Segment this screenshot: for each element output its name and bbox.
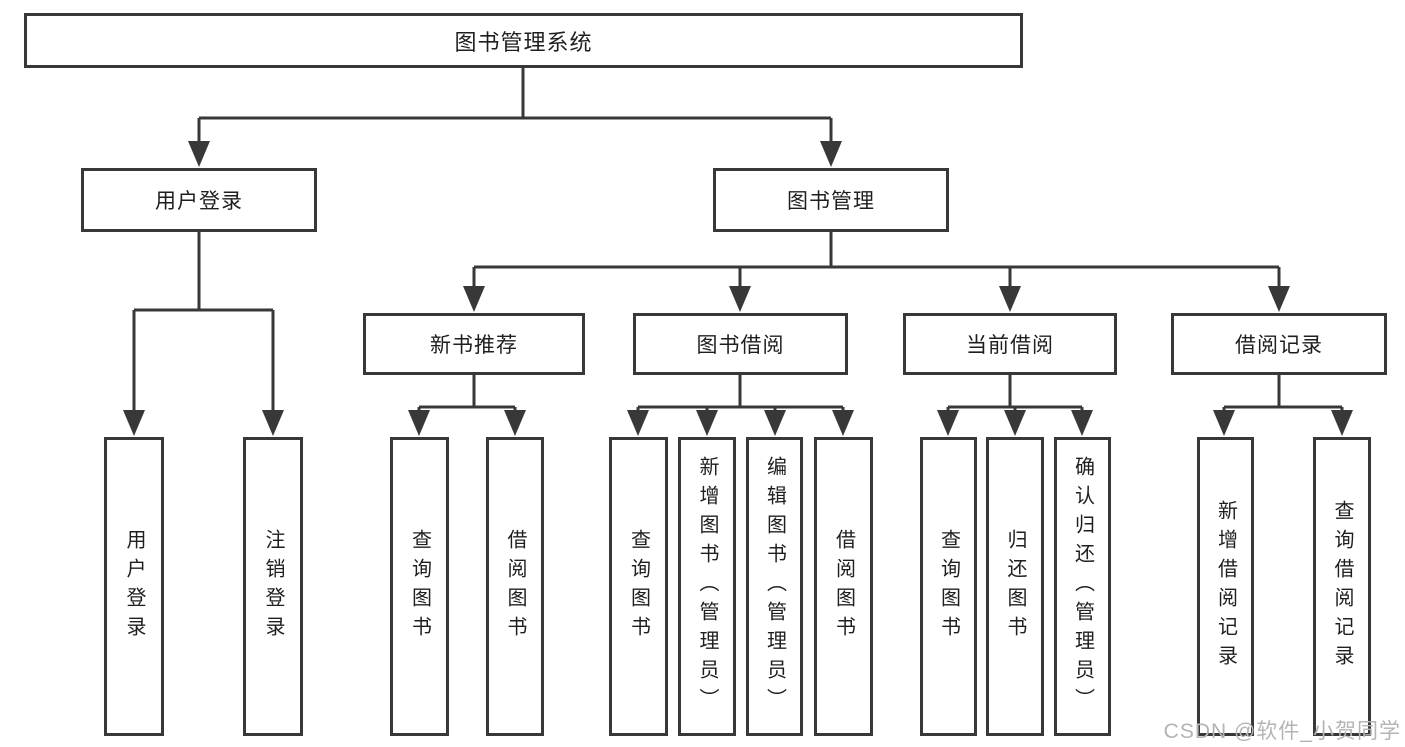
node-new-book-recommendation: 新书推荐 [363,313,585,375]
leaf-cur-query-books: 查询图书 [920,437,977,736]
leaf-bor-borrow-books: 借阅图书 [814,437,873,736]
leaf-bor-query-books: 查询图书 [609,437,668,736]
node-label: 借阅记录 [1235,334,1323,357]
node-current-borrowing: 当前借阅 [903,313,1117,375]
node-book-management: 图书管理 [713,168,949,232]
node-label: 新增图书（管理员） [696,456,718,717]
node-label: 借阅图书 [832,528,855,645]
node-user-login: 用户登录 [81,168,317,232]
node-label: 借阅图书 [504,528,526,645]
leaf-bor-edit-books-admin: 编辑图书（管理员） [746,437,803,736]
node-label: 查询图书 [627,528,650,645]
edge-bookmgmt-to-level3 [472,230,1281,300]
edge-root-to-level2 [197,66,833,152]
leaf-log-query-borrow-record: 查询借阅记录 [1313,437,1371,736]
node-label: 新书推荐 [430,334,518,357]
node-label: 新增借阅记录 [1214,499,1237,674]
node-label: 查询图书 [408,528,431,645]
leaf-log-add-borrow-record: 新增借阅记录 [1197,437,1254,736]
node-label: 图书管理系统 [454,29,593,55]
node-root-library-management-system: 图书管理系统 [24,13,1023,68]
node-label: 当前借阅 [966,334,1054,357]
node-label: 注销登录 [262,528,284,645]
node-book-borrowing: 图书借阅 [633,313,848,375]
node-label: 查询图书 [937,528,960,645]
leaf-logout: 注销登录 [243,437,303,736]
node-label: 用户登录 [155,190,243,213]
leaf-cur-return-books: 归还图书 [986,437,1044,736]
edge-records-to-children [1222,375,1344,424]
node-label: 图书管理 [787,190,875,213]
node-borrowing-records: 借阅记录 [1171,313,1387,375]
leaf-rec-query-books: 查询图书 [390,437,449,736]
leaf-cur-confirm-return-admin: 确认归还（管理员） [1054,437,1111,736]
node-label: 图书借阅 [696,334,785,357]
node-label: 确认归还（管理员） [1071,456,1094,717]
node-label: 用户登录 [123,528,145,645]
csdn-watermark: CSDN @软件_小贺同学 [1163,720,1401,743]
node-label: 编辑图书（管理员） [763,456,786,717]
node-label: 查询借阅记录 [1331,499,1353,674]
edge-newrec-to-children [417,375,517,424]
leaf-bor-add-books-admin: 新增图书（管理员） [678,437,736,736]
leaf-user-login: 用户登录 [104,437,164,736]
node-label: 归还图书 [1004,528,1026,645]
leaf-rec-borrow-books: 借阅图书 [486,437,544,736]
edge-userlogin-to-children [132,230,275,420]
arrowheads [123,141,1353,436]
edge-borrow-to-children [636,375,845,424]
